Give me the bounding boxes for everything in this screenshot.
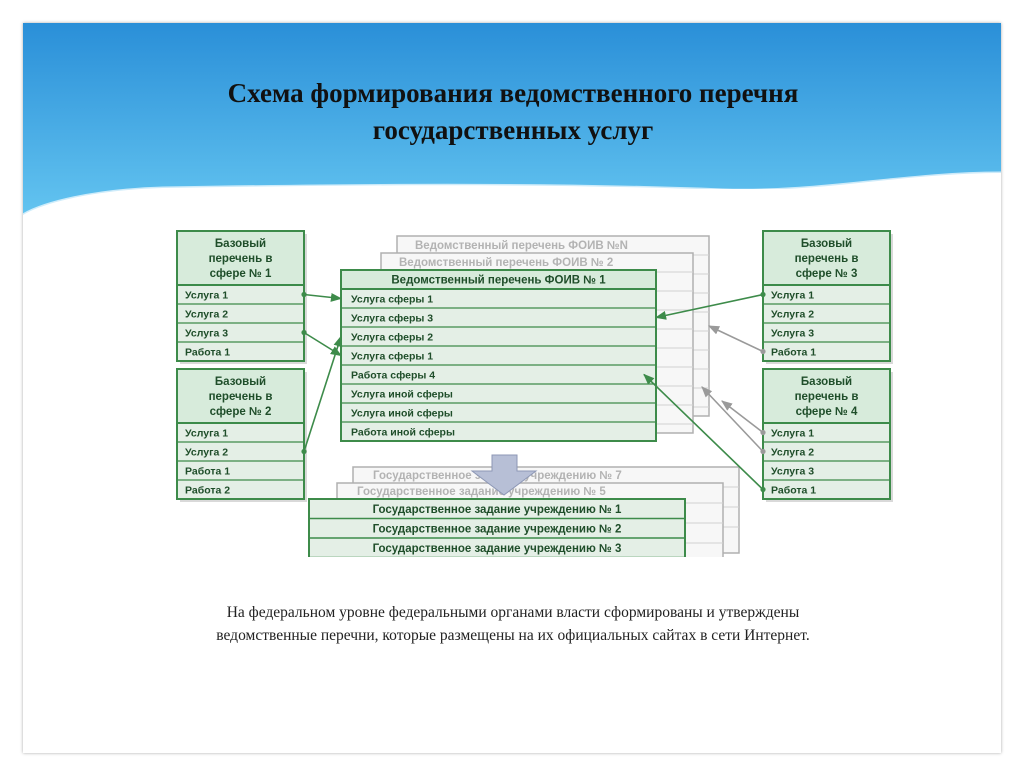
basic-list-title: сфере № 1 bbox=[210, 268, 272, 280]
connector-left bbox=[303, 335, 343, 452]
basic-list-item: Работа 1 bbox=[185, 465, 230, 477]
foiv-main-frame bbox=[340, 269, 657, 442]
header-wave-line bbox=[23, 171, 1001, 217]
connector-left-dot bbox=[301, 329, 307, 336]
basic-list-title: сфере № 3 bbox=[796, 268, 858, 280]
basic-list-item: Услуга 1 bbox=[185, 289, 228, 301]
header-band bbox=[23, 23, 1001, 215]
basic-list-item: Услуга 1 bbox=[771, 427, 814, 439]
basic-list-title: перечень в bbox=[795, 391, 859, 403]
connector-left bbox=[303, 292, 343, 302]
basic-list-title: перечень в bbox=[209, 253, 273, 265]
basic-list-item: Услуга 2 bbox=[185, 308, 228, 320]
basic-list-item: Услуга 2 bbox=[771, 308, 814, 320]
foiv-back-title: Ведомственный перечень ФОИВ № 2 bbox=[399, 257, 613, 269]
basic-list-item: Работа 2 bbox=[185, 484, 230, 496]
slide: Схема формирования ведомственного перечн… bbox=[23, 23, 1001, 753]
task-back-title: Государственное задание учреждению № 5 bbox=[357, 486, 606, 498]
basic-list-title: сфере № 4 bbox=[796, 406, 858, 418]
task-item: Государственное задание учреждению № 2 bbox=[373, 523, 622, 535]
foiv-main-item: Услуга сферы 1 bbox=[351, 350, 433, 362]
foiv-main-item: Услуга иной сферы bbox=[351, 388, 453, 400]
foiv-main-item: Услуга сферы 3 bbox=[351, 312, 433, 324]
connector-back-dot bbox=[760, 429, 766, 436]
basic-list-item: Работа 1 bbox=[771, 484, 816, 496]
foiv-main-item: Услуга сферы 1 bbox=[351, 293, 433, 305]
basic-list-2: Базовый перечень в сфере № 2 Услуга 1 Услуга… bbox=[176, 368, 307, 502]
title-line-1: Схема формирования ведомственного перечн… bbox=[227, 78, 799, 108]
connector-back bbox=[701, 386, 764, 453]
basic-list-title: Базовый bbox=[801, 376, 852, 388]
basic-list-header bbox=[762, 368, 891, 424]
foiv-main-item: Услуга иной сферы bbox=[351, 407, 453, 419]
connector-left-dot bbox=[301, 291, 307, 298]
basic-list-title: перечень в bbox=[209, 391, 273, 403]
down-arrow bbox=[470, 454, 538, 496]
foiv-main-item: Работа иной сферы bbox=[351, 426, 455, 438]
title-line-2: государственных услуг bbox=[372, 115, 654, 145]
connector-right bbox=[654, 293, 764, 320]
basic-list-item: Работа 1 bbox=[771, 346, 816, 358]
caption: На федеральном уровне федеральными орган… bbox=[113, 601, 913, 647]
connector-right-dot bbox=[760, 291, 766, 298]
basic-list-title: Базовый bbox=[215, 238, 266, 250]
header-wave-right-2 bbox=[885, 225, 1001, 255]
task-item: Государственное задание учреждению № 1 bbox=[373, 504, 622, 516]
basic-list-4: Базовый перечень в сфере № 4 Услуга 1 Услуга… bbox=[762, 368, 893, 502]
basic-list-item: Работа 1 bbox=[185, 346, 230, 358]
basic-list-1: Базовый перечень в сфере № 1 Услуга 1 Услуга… bbox=[176, 230, 307, 364]
basic-list-item: Услуга 3 bbox=[771, 327, 814, 339]
connector-back bbox=[721, 400, 764, 434]
basic-list-item: Услуга 1 bbox=[185, 427, 228, 439]
connector-left bbox=[303, 331, 342, 357]
connector-right-dot bbox=[760, 486, 766, 493]
caption-line-1: На федеральном уровне федеральными орган… bbox=[226, 604, 800, 621]
basic-list-3: Базовый перечень в сфере № 3 Услуга 1 Услуга… bbox=[762, 230, 893, 364]
basic-list-header bbox=[176, 230, 305, 286]
basic-list-item: Услуга 2 bbox=[771, 446, 814, 458]
header-wave-right-1 bbox=[885, 191, 1001, 223]
foiv-back-title: Ведомственный перечень ФОИВ №N bbox=[415, 240, 628, 252]
slide-title: Схема формирования ведомственного перечн… bbox=[83, 75, 943, 149]
connector-back bbox=[707, 325, 764, 353]
scheme-diagram: Ведомственный перечень ФОИВ №N Ведомствен… bbox=[176, 230, 893, 578]
basic-list-header bbox=[762, 230, 891, 286]
basic-list-item: Услуга 2 bbox=[185, 446, 228, 458]
basic-list-title: Базовый bbox=[215, 376, 266, 388]
connector-left-dot bbox=[301, 448, 307, 455]
foiv-main-title: Ведомственный перечень ФОИВ № 1 bbox=[391, 275, 606, 287]
basic-list-title: Базовый bbox=[801, 238, 852, 250]
caption-line-2: ведомственные перечни, которые размещены… bbox=[216, 627, 810, 644]
connector-back-dot bbox=[760, 348, 766, 355]
connector-back-dot bbox=[760, 448, 766, 455]
task-sheet: Государственное задание учреждению № 1 Го… bbox=[308, 498, 686, 578]
diagram-panel: Ведомственный перечень ФОИВ №N Ведомствен… bbox=[144, 189, 907, 578]
basic-list-title: сфере № 2 bbox=[210, 406, 272, 418]
basic-list-item: Услуга 3 bbox=[185, 327, 228, 339]
basic-list-title: перечень в bbox=[795, 253, 859, 265]
foiv-main-item: Услуга сферы 2 bbox=[351, 331, 433, 343]
connector-right bbox=[643, 373, 764, 491]
foiv-main-item: Работа сферы 4 bbox=[351, 369, 435, 381]
header-background bbox=[23, 23, 1001, 255]
basic-list-header bbox=[176, 368, 305, 424]
basic-list-item: Услуга 3 bbox=[771, 465, 814, 477]
foiv-main-sheet: Ведомственный перечень ФОИВ № 1 Услуга сф… bbox=[340, 269, 657, 442]
basic-list-item: Услуга 1 bbox=[771, 289, 814, 301]
task-item: Государственное задание учреждению № 3 bbox=[373, 543, 622, 555]
